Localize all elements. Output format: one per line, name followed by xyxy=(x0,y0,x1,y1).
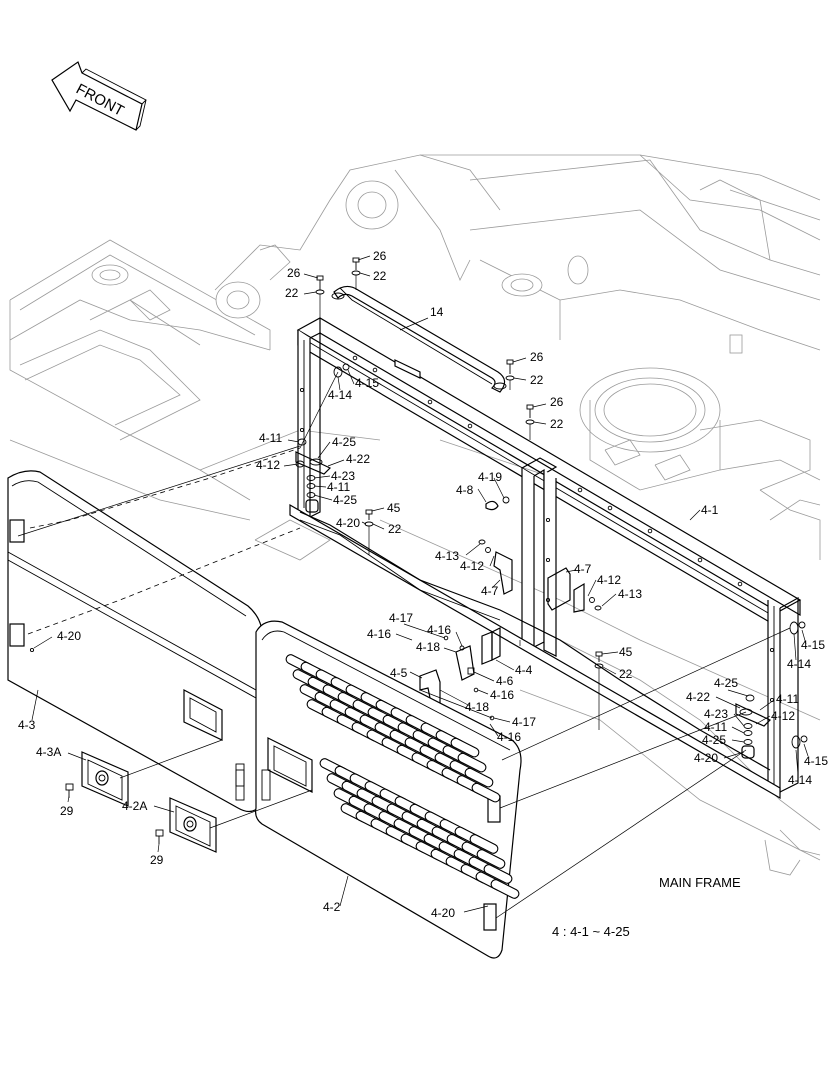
bolt-26-d xyxy=(525,404,535,425)
callout: 4-17 xyxy=(512,715,536,729)
callout: 4-12 xyxy=(771,709,795,723)
callout: 29 xyxy=(60,804,74,818)
callout: 4-20 xyxy=(57,629,81,643)
vent-slot xyxy=(471,782,501,803)
callout: 4-5 xyxy=(390,666,408,680)
frame-holes xyxy=(299,355,775,703)
callout: 4-7 xyxy=(481,584,499,598)
callout: 4-20 xyxy=(694,751,718,765)
callout: 4-22 xyxy=(686,690,710,704)
callout: 4-23 xyxy=(704,707,728,721)
callout: 4-14 xyxy=(788,773,812,787)
callout: 22 xyxy=(550,417,564,431)
callout: 26 xyxy=(550,395,564,409)
callout: 4-12 xyxy=(460,559,484,573)
callout: 22 xyxy=(388,522,402,536)
callout: 22 xyxy=(285,286,299,300)
callout: 22 xyxy=(619,667,633,681)
callout: 4-12 xyxy=(256,458,280,472)
vent-slot xyxy=(483,864,513,884)
ventilation-slots xyxy=(285,654,520,899)
callout: 4-11 xyxy=(259,431,282,445)
callout: 4-19 xyxy=(478,470,502,484)
callout: 4-14 xyxy=(328,388,352,402)
vent-slot xyxy=(450,737,480,758)
callout-leaders xyxy=(31,255,809,913)
callout: 4-4 xyxy=(515,663,533,677)
callout: 4-20 xyxy=(336,516,360,530)
callout: 14 xyxy=(430,305,444,319)
callout: 45 xyxy=(619,645,633,659)
main-frame-label: MAIN FRAME xyxy=(659,875,741,890)
handle-4-2a xyxy=(155,797,217,853)
callout: 22 xyxy=(373,269,387,283)
callout: 4-20 xyxy=(431,906,455,920)
callout: 4-25 xyxy=(333,493,357,507)
callout: 26 xyxy=(373,249,387,263)
vent-slot xyxy=(464,767,494,788)
bolt-26-a xyxy=(315,275,325,295)
callout: 26 xyxy=(530,350,544,364)
callout: 4-14 xyxy=(787,657,811,671)
front-label: FRONT xyxy=(73,81,127,120)
callout: 45 xyxy=(387,501,401,515)
callout: 4-15 xyxy=(804,754,828,768)
callout: 4-6 xyxy=(496,674,514,688)
vent-slot xyxy=(490,879,520,899)
callout: 4-25 xyxy=(332,435,356,449)
callout: 4-23 xyxy=(331,469,355,483)
callout: 4-15 xyxy=(355,376,379,390)
callout: 4-16 xyxy=(427,623,451,637)
callout: 4-11 xyxy=(327,480,350,494)
callout: 4-1 xyxy=(701,503,719,517)
callout: 4-2A xyxy=(122,799,147,813)
callout: 26 xyxy=(287,266,301,280)
callout: 4-7 xyxy=(574,562,592,576)
callout: 4-16 xyxy=(367,627,391,641)
callout: 4-22 xyxy=(346,452,370,466)
vent-slot xyxy=(457,752,487,773)
callout: 4-25 xyxy=(714,676,738,690)
group-note: 4 : 4-1 ~ 4-25 xyxy=(552,924,630,939)
callout: 4-18 xyxy=(416,640,440,654)
callout-labels: 26 22 26 22 14 26 22 26 22 4-14 4-15 4-1… xyxy=(18,249,828,939)
callout: 4-2 xyxy=(323,900,341,914)
callout: 22 xyxy=(530,373,544,387)
right-door-4-2 xyxy=(235,620,522,959)
callout: 29 xyxy=(150,853,164,867)
callout: 4-11 xyxy=(776,692,799,706)
callout: 4-11 xyxy=(704,720,727,734)
callout: 4-15 xyxy=(801,638,825,652)
callout: 4-3 xyxy=(18,718,36,732)
bolt-26-c xyxy=(505,359,515,381)
vent-slot xyxy=(469,834,499,854)
callout: 4-8 xyxy=(456,483,474,497)
callout: 4-3A xyxy=(36,745,61,759)
callout: 4-13 xyxy=(435,549,459,563)
front-direction-arrow: FRONT xyxy=(51,61,147,131)
assembly-guide-lines xyxy=(17,371,791,919)
callout: 4-18 xyxy=(465,700,489,714)
left-door-4-3 xyxy=(7,470,263,813)
vent-slot xyxy=(476,849,506,869)
handrail-14 xyxy=(331,285,507,393)
callout: 4-16 xyxy=(497,730,521,744)
bolt-26-b xyxy=(351,257,361,276)
callout: 4-16 xyxy=(490,688,514,702)
upper-frame-4-1 xyxy=(289,317,802,800)
handle-4-3a xyxy=(65,751,129,807)
main-frame-background xyxy=(9,154,821,876)
callout: 4-12 xyxy=(597,573,621,587)
callout: 4-17 xyxy=(389,611,413,625)
callout: 4-25 xyxy=(702,733,726,747)
callout: 4-13 xyxy=(618,587,642,601)
